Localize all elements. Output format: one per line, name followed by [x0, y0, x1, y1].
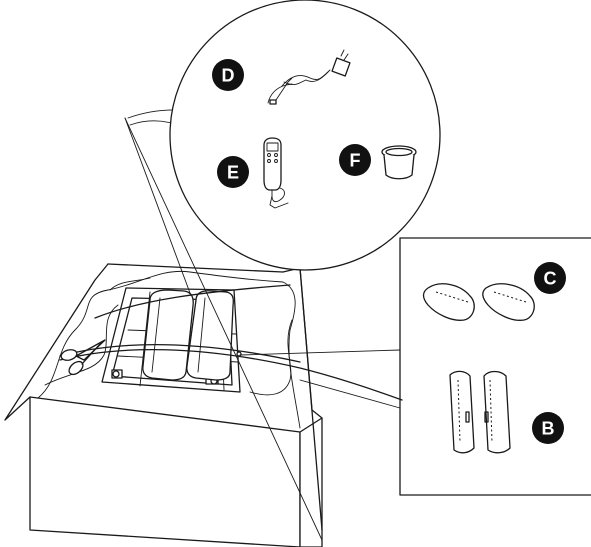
boxed-cushions: [143, 290, 234, 380]
side-rail-left: [450, 371, 474, 452]
badge-c: C: [534, 262, 566, 294]
accessory-callout-circle: [170, 0, 440, 270]
badge-f: F: [339, 144, 371, 176]
badge-c-label: C: [544, 269, 557, 289]
badge-f-label: F: [350, 151, 361, 171]
cup-holder-icon: [382, 146, 416, 179]
scissors-icon: [60, 340, 105, 377]
badge-e-label: E: [227, 163, 239, 183]
badge-e: E: [217, 156, 249, 188]
side-rail-right: [484, 372, 510, 453]
badge-d: D: [212, 59, 244, 91]
headrest-pillow-left: [424, 284, 475, 320]
badge-b-label: B: [542, 419, 555, 439]
badge-b: B: [532, 412, 564, 444]
headrest-pillow-right: [483, 284, 534, 320]
badge-d-label: D: [222, 66, 235, 86]
